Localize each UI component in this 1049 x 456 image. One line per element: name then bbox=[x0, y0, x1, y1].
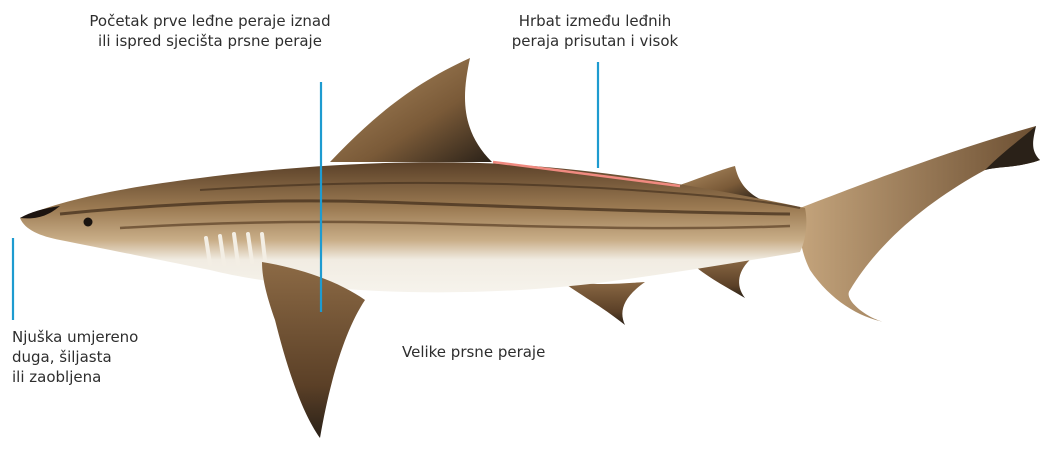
pelvic-fin bbox=[560, 280, 645, 325]
label-dorsal-fin: Početak prve leđne peraje iznad ili ispr… bbox=[40, 11, 380, 51]
eye-icon bbox=[84, 218, 93, 227]
label-snout: Njuška umjereno duga, šiljasta ili zaobl… bbox=[12, 327, 212, 387]
label-pectoral-fins: Velike prsne peraje bbox=[402, 342, 662, 362]
label-interdorsal-ridge: Hrbat između leđnih peraja prisutan i vi… bbox=[470, 11, 720, 51]
first-dorsal-fin bbox=[330, 58, 492, 162]
